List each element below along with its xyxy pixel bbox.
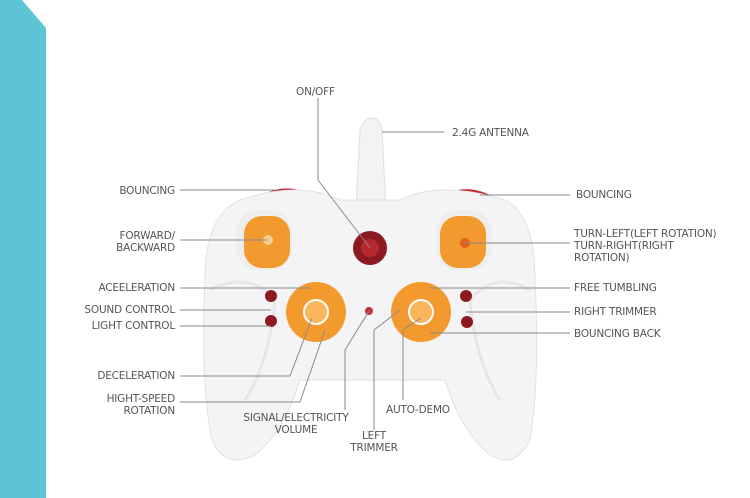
label-high-speed-rotation: HIGHT-SPEED ROTATION (106, 393, 176, 417)
label-forward-backward: FORWARD/ BACKWARD (116, 230, 175, 254)
label-turn: TURN-LEFT(LEFT ROTATION) TURN-RIGHT(RIGH… (574, 228, 717, 264)
label-line: LEFT (362, 430, 386, 442)
label-line: TURN-LEFT(LEFT ROTATION) (574, 228, 717, 240)
label-sound-control: SOUND CONTROL (84, 304, 175, 316)
label-bouncing-back: BOUNCING BACK (574, 328, 661, 340)
left-dpad (286, 282, 346, 342)
label-line: SIGNAL/ELECTRICITY (243, 412, 349, 424)
decorative-side-band (0, 0, 46, 498)
label-auto-demo: AUTO-DEMO (386, 404, 450, 416)
label-signal-volume: SIGNAL/ELECTRICITY VOLUME (238, 412, 354, 436)
label-left-trimmer: LEFT TRIMMER (344, 430, 404, 454)
label-right-trimmer: RIGHT TRIMMER (574, 306, 657, 318)
label-line: TRIMMER (350, 442, 398, 454)
label-light-control: LIGHT CONTROL (91, 320, 176, 332)
right-dpad (391, 282, 451, 342)
label-deceleration: DECELERATION (97, 370, 175, 382)
label-antenna: 2.4G ANTENNA (452, 127, 529, 139)
label-line: HIGHT-SPEED (106, 393, 176, 405)
label-free-tumbling: FREE TUMBLING (574, 282, 657, 294)
label-line: ROTATION) (574, 252, 630, 264)
right-joystick (436, 210, 492, 270)
label-on-off: ON/OFF (296, 86, 335, 98)
label-line: VOLUME (274, 424, 318, 436)
label-line: FORWARD/ (119, 230, 176, 242)
label-bouncing-left: BOUNCING (119, 185, 175, 197)
label-line: ROTATION (123, 405, 175, 417)
label-line: TURN-RIGHT(RIGHT (574, 240, 674, 252)
label-line: BACKWARD (116, 242, 175, 254)
label-bouncing-right: BOUNCING (576, 189, 632, 201)
leader-lines (180, 98, 570, 430)
antenna (355, 117, 387, 211)
label-acceleration: ACEELERATION (98, 282, 175, 294)
